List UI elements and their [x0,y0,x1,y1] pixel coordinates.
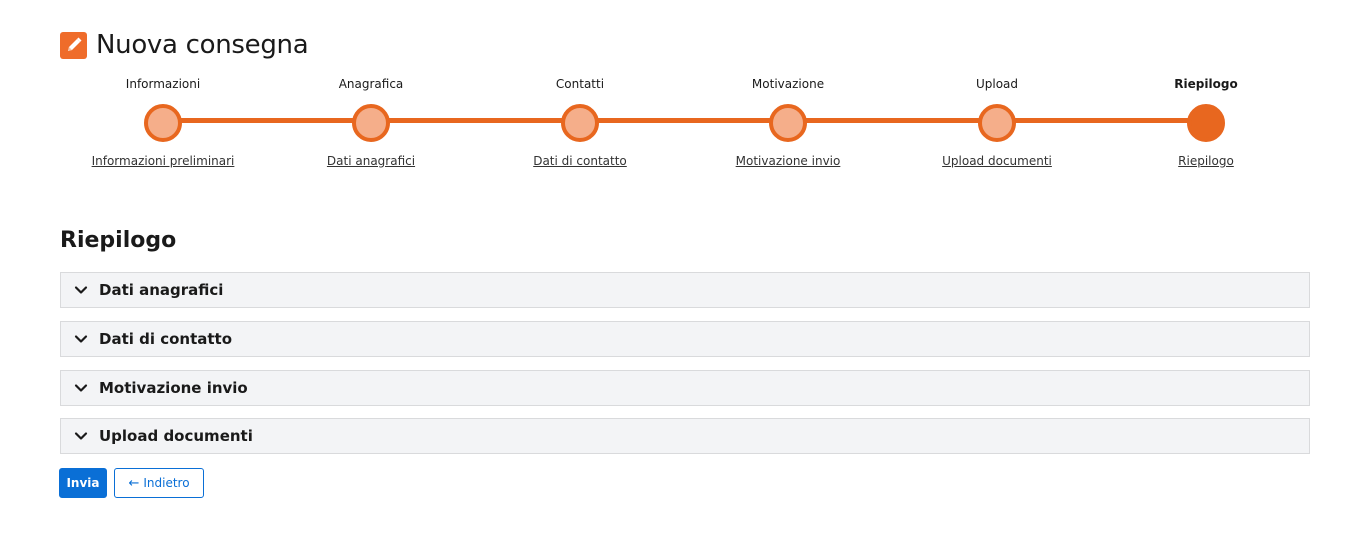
step-informazioni: Informazioni Informazioni preliminari [43,76,283,169]
step-link-motivazione-invio[interactable]: Motivazione invio [735,154,841,168]
back-button-label: Indietro [143,476,190,490]
pencil-icon [60,31,87,59]
summary-title: Riepilogo [60,228,177,253]
step-circle-completed[interactable] [352,104,390,142]
accordion-label: Dati anagrafici [99,281,224,299]
accordion-upload-documenti[interactable]: Upload documenti [60,418,1310,454]
step-title: Contatti [555,77,605,91]
step-link-dati-di-contatto[interactable]: Dati di contatto [533,154,627,168]
back-button[interactable]: ← Indietro [114,468,204,498]
step-link-dati-anagrafici[interactable]: Dati anagrafici [326,154,416,168]
step-upload: Upload Upload documenti [877,76,1117,169]
step-title: Motivazione [751,77,825,91]
step-motivazione: Motivazione Motivazione invio [668,76,908,169]
step-title: Upload [975,77,1019,91]
step-circle-completed[interactable] [561,104,599,142]
stepper-line [163,118,1206,123]
chevron-down-icon [73,331,89,347]
accordion-dati-anagrafici[interactable]: Dati anagrafici [60,272,1310,308]
step-link-upload-documenti[interactable]: Upload documenti [942,154,1052,168]
progress-stepper: Informazioni Informazioni preliminari An… [0,0,1348,180]
step-riepilogo: Riepilogo Riepilogo [1086,76,1326,169]
step-contatti: Contatti Dati di contatto [460,76,700,169]
step-link-informazioni-preliminari[interactable]: Informazioni preliminari [91,154,235,168]
accordion-label: Motivazione invio [99,379,248,397]
accordion-dati-di-contatto[interactable]: Dati di contatto [60,321,1310,357]
accordion-motivazione-invio[interactable]: Motivazione invio [60,370,1310,406]
submit-button[interactable]: Invia [59,468,107,498]
chevron-down-icon [73,380,89,396]
accordion-label: Upload documenti [99,427,253,445]
step-title: Anagrafica [338,77,404,91]
step-link-riepilogo[interactable]: Riepilogo [1178,154,1234,168]
step-anagrafica: Anagrafica Dati anagrafici [251,76,491,169]
step-circle-active[interactable] [1187,104,1225,142]
page-title: Nuova consegna [96,30,309,60]
chevron-down-icon [73,282,89,298]
step-title: Informazioni [125,77,201,91]
accordion-label: Dati di contatto [99,330,233,348]
arrow-left-icon: ← [128,475,140,491]
step-title-active: Riepilogo [1174,77,1238,91]
chevron-down-icon [73,428,89,444]
step-circle-completed[interactable] [978,104,1016,142]
page-header: Nuova consegna [60,28,309,62]
step-circle-completed[interactable] [769,104,807,142]
step-circle-completed[interactable] [144,104,182,142]
